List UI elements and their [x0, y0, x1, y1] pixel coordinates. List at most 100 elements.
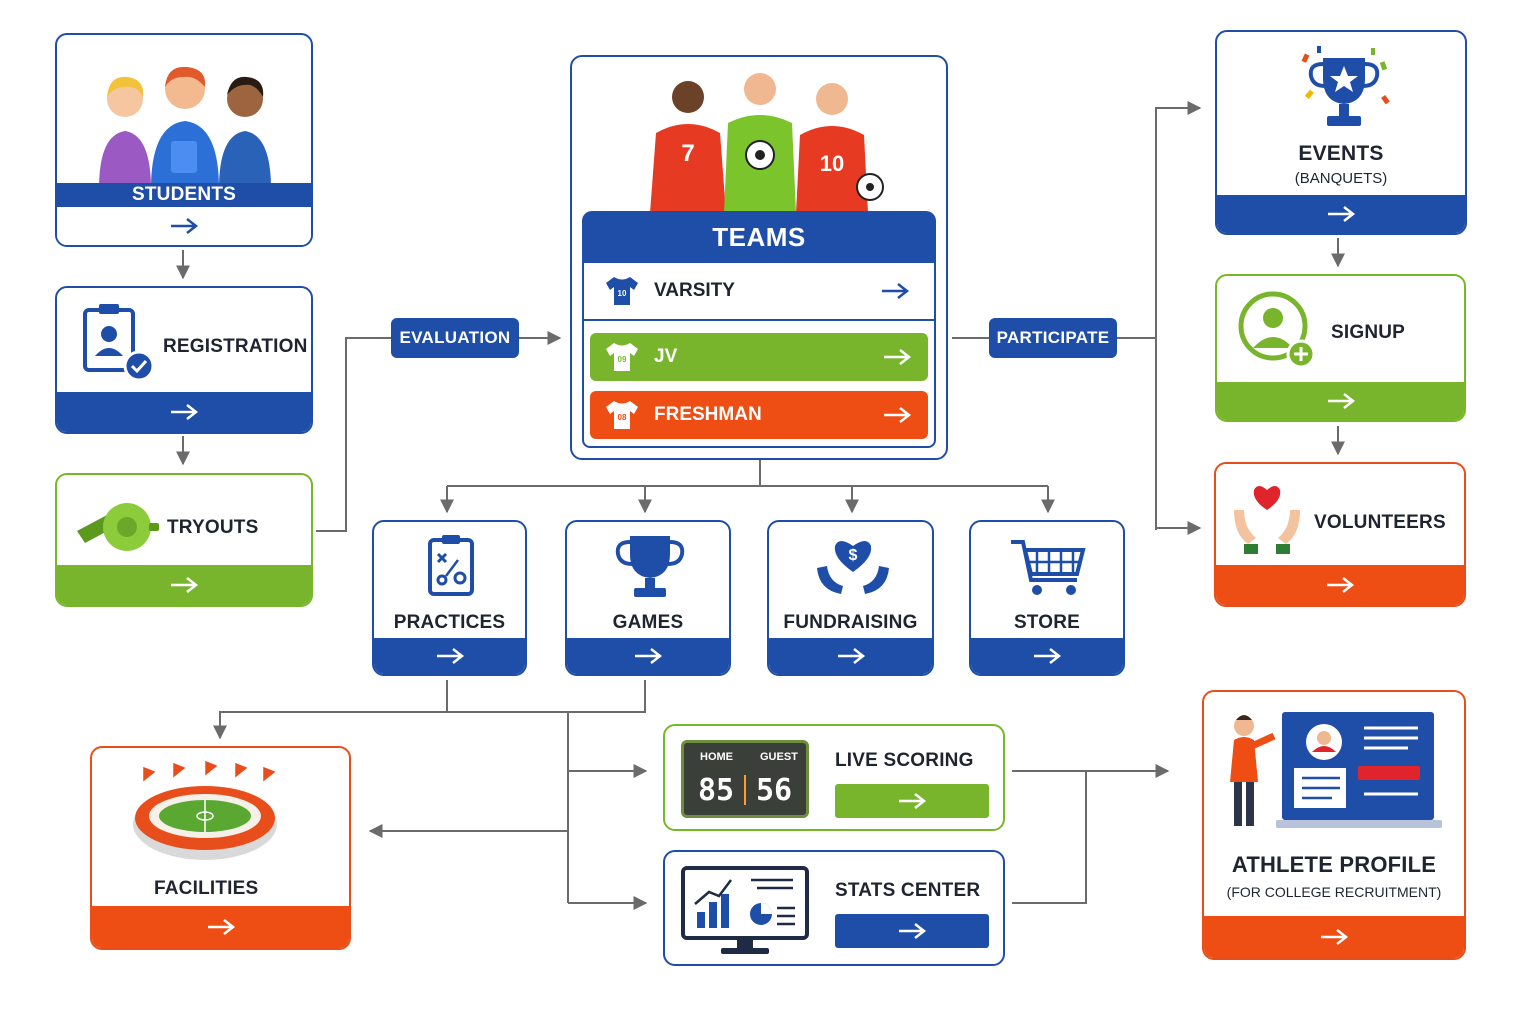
jersey-icon: 10: [606, 277, 638, 305]
arrow-right-icon: [884, 407, 912, 423]
trophy-star-icon: [1301, 46, 1390, 126]
arrow-right-icon: [899, 923, 927, 939]
edge-stats-to-profile: [1012, 771, 1087, 904]
edge-tryouts-teams: [316, 331, 562, 532]
scoreboard-home-score: 85: [698, 773, 735, 808]
students-arrow-bar[interactable]: [57, 207, 311, 245]
store-card[interactable]: STORE: [969, 520, 1125, 676]
tryouts-arrow-bar[interactable]: [57, 565, 311, 605]
arrow-right-icon: [1321, 929, 1349, 945]
jersey-number: 10: [618, 289, 627, 298]
team-row-label: FRESHMAN: [654, 404, 762, 425]
store-label: STORE: [1013, 612, 1081, 633]
tryouts-label: TRYOUTS: [167, 517, 259, 538]
evaluation-label: EVALUATION: [391, 318, 519, 358]
athlete-profile-illustration: [1230, 712, 1442, 828]
live-scoring-card[interactable]: HOME GUEST 85 56 LIVE SCORING: [663, 724, 1005, 831]
whistle-icon: [77, 503, 159, 551]
signup-arrow-bar[interactable]: [1217, 382, 1464, 420]
registration-card[interactable]: REGISTRATION: [55, 286, 313, 434]
team-row-freshman[interactable]: 08 FRESHMAN: [590, 391, 928, 439]
team-row-label: VARSITY: [654, 280, 735, 301]
signup-label: SIGNUP: [1331, 322, 1406, 343]
arrow-right-icon: [171, 404, 199, 420]
scoreboard: HOME GUEST 85 56: [681, 740, 809, 818]
edge-to-volunteers: [1155, 500, 1202, 535]
arrow-right-icon: [171, 218, 199, 234]
fundraising-label: FUNDRAISING: [783, 612, 918, 633]
games-card[interactable]: GAMES: [565, 520, 731, 676]
teams-list: 10 VARSITY 09 JV 08 FRESHMAN: [582, 263, 936, 448]
arrow-right-icon: [884, 349, 912, 365]
athlete-profile-card[interactable]: ATHLETE PROFILE (FOR COLLEGE RECRUITMENT…: [1202, 690, 1466, 960]
teams-card[interactable]: 7 10 TEAMS 10 VARSITY 09 JV: [570, 55, 948, 460]
scoreboard-home-label: HOME: [700, 751, 733, 763]
playbook-clipboard-icon: [428, 535, 474, 596]
live-scoring-label: LIVE SCORING: [835, 750, 974, 771]
arrow-right-icon: [207, 919, 235, 935]
helping-hands-heart-icon: [1234, 486, 1300, 554]
athlete-profile-sublabel: (FOR COLLEGE RECRUITMENT): [1226, 884, 1442, 900]
facilities-card[interactable]: FACILITIES: [90, 746, 351, 950]
stats-center-label: STATS CENTER: [835, 880, 981, 901]
scoreboard-separator: [744, 775, 746, 805]
svg-text:$: $: [849, 547, 858, 564]
arrow-right-icon: [1327, 393, 1355, 409]
participate-label: PARTICIPATE: [989, 318, 1117, 358]
jersey-icon: 08: [606, 401, 638, 429]
signup-card[interactable]: SIGNUP: [1215, 274, 1466, 422]
fundraising-arrow-bar[interactable]: [769, 638, 932, 674]
athlete-profile-arrow-bar[interactable]: [1204, 916, 1464, 958]
facilities-arrow-bar[interactable]: [92, 906, 349, 948]
add-user-icon: [1238, 291, 1316, 369]
arrow-right-icon: [882, 283, 910, 299]
jersey-number: 09: [618, 355, 627, 364]
arrow-right-icon: [1034, 648, 1062, 664]
edge-practices-games-merge: [446, 680, 646, 713]
shopping-cart-icon: [1011, 540, 1086, 595]
team-row-jv[interactable]: 09 JV: [590, 333, 928, 381]
edge-to-events: [1155, 101, 1202, 530]
registration-arrow-bar[interactable]: [57, 392, 311, 432]
stats-center-button[interactable]: [835, 914, 989, 948]
events-card[interactable]: EVENTS (BANQUETS): [1215, 30, 1467, 235]
arrow-right-icon: [1327, 577, 1355, 593]
team-players-illustration: 7 10: [650, 73, 884, 213]
practices-arrow-bar[interactable]: [374, 638, 525, 674]
teams-title: TEAMS: [582, 211, 936, 263]
volunteers-arrow-bar[interactable]: [1216, 565, 1464, 605]
games-label: GAMES: [612, 612, 684, 633]
live-scoring-button[interactable]: [835, 784, 989, 818]
team-row-label: JV: [654, 346, 678, 367]
practices-label: PRACTICES: [393, 612, 506, 633]
registration-label: REGISTRATION: [163, 336, 308, 357]
students-card[interactable]: STUDENTS: [55, 33, 313, 247]
games-arrow-bar[interactable]: [567, 638, 729, 674]
students-label: STUDENTS: [57, 183, 311, 207]
athlete-profile-label: ATHLETE PROFILE: [1231, 852, 1437, 877]
analytics-monitor-icon: [681, 866, 809, 954]
fundraising-card[interactable]: $ FUNDRAISING: [767, 520, 934, 676]
facilities-label: FACILITIES: [154, 878, 259, 899]
arrow-right-icon: [899, 793, 927, 809]
donation-hands-icon: $: [817, 541, 889, 594]
team-row-varsity[interactable]: 10 VARSITY: [584, 263, 934, 321]
jersey-icon: 09: [606, 343, 638, 371]
edge-to-facilities-top: [213, 711, 447, 740]
stats-center-card[interactable]: STATS CENTER: [663, 850, 1005, 966]
volunteers-card[interactable]: VOLUNTEERS: [1214, 462, 1466, 607]
trophy-icon: [615, 536, 685, 597]
events-arrow-bar[interactable]: [1217, 195, 1465, 233]
edge-teams-activities: [447, 460, 1048, 487]
scoreboard-guest-score: 56: [756, 773, 793, 808]
scoreboard-guest-label: GUEST: [760, 751, 798, 763]
practices-card[interactable]: PRACTICES: [372, 520, 527, 676]
jersey-number: 08: [618, 413, 627, 422]
arrow-right-icon: [436, 648, 464, 664]
player-number-10: 10: [820, 151, 844, 176]
events-sublabel: (BANQUETS): [1294, 170, 1388, 187]
arrow-right-icon: [837, 648, 865, 664]
store-arrow-bar[interactable]: [971, 638, 1123, 674]
tryouts-card[interactable]: TRYOUTS: [55, 473, 313, 607]
